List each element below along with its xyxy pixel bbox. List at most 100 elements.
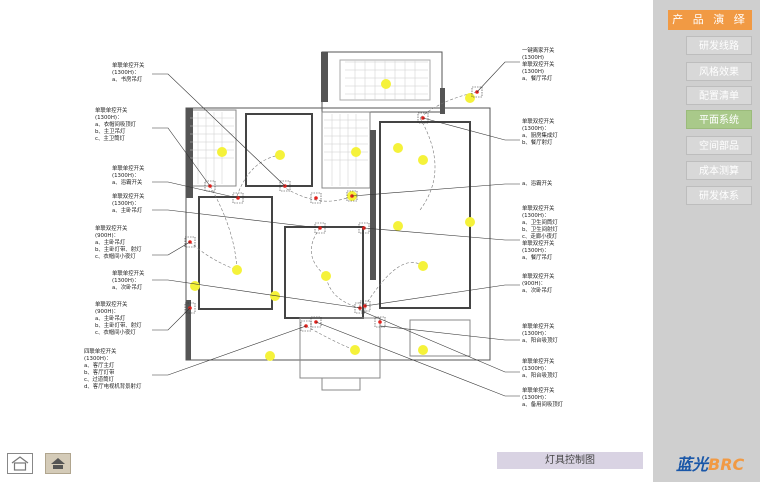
switch-box — [374, 316, 386, 328]
ceiling-lamp — [270, 291, 280, 301]
label-line: b、主卧灯带、射灯 — [95, 247, 142, 253]
up-arrow-icon — [51, 458, 65, 469]
sidebar-item-config-list[interactable]: 配置清单 — [686, 86, 752, 105]
lamp-markers — [190, 79, 475, 361]
switch-point — [378, 320, 382, 324]
label-line: b、餐厅射灯 — [522, 140, 553, 146]
ceiling-lamp — [265, 351, 275, 361]
master-bedroom — [198, 196, 273, 310]
switch-point — [314, 196, 318, 200]
ceiling-lamp — [381, 79, 391, 89]
switch-markers — [184, 86, 483, 332]
left-label-1: 单联单控开关(1300H)：a、书房吊灯 — [112, 63, 144, 84]
label-line: b、卫生间射灯 — [522, 227, 558, 233]
label-line: 单联双控开关 — [112, 194, 145, 200]
sidebar-item-research-route[interactable]: 研发线路 — [686, 36, 752, 55]
label-line: a、浴霸开关 — [522, 181, 553, 187]
label-line: 单联单控开关 — [112, 271, 145, 277]
label-line: (900H)： — [522, 281, 546, 287]
label-line: 单联双控开关 — [522, 62, 555, 68]
wiring — [189, 91, 478, 351]
ceiling-lamp — [465, 217, 475, 227]
home-icon — [11, 456, 29, 471]
brand-logo: 蓝光BRC — [676, 455, 745, 474]
label-line: a、卫生间筒灯 — [522, 220, 558, 226]
switch-box — [359, 300, 371, 312]
living-room — [379, 121, 471, 309]
home-button[interactable] — [7, 453, 33, 474]
switch-box — [184, 236, 196, 248]
right-label-6: 单联单控开关(1300H)：a、阳台吸顶灯 — [522, 324, 558, 345]
label-line: 单联双控开关 — [522, 206, 555, 212]
label-line: (1300H)： — [522, 126, 550, 132]
label-line: 一键离家开关 — [522, 48, 555, 54]
floor-plan-stage: 单联单控开关(1300H)：a、书房吊灯 单联单控开关(1300H)：a、衣帽间… — [7, 48, 643, 474]
left-label-4: 单联双控开关(1300H)：a、主卧吊灯 — [112, 194, 144, 215]
sidebar-item-style-effect[interactable]: 风格效果 — [686, 62, 752, 81]
tile-grids — [190, 60, 428, 186]
outer-wall — [185, 107, 491, 361]
switch-box — [417, 112, 429, 124]
ceiling-lamp — [321, 271, 331, 281]
label-line: 单联单控开关 — [522, 324, 555, 330]
ceiling-lamp — [418, 261, 428, 271]
label-line: (1300H) — [522, 55, 544, 61]
label-line: 单联单控开关 — [112, 166, 145, 172]
ceiling-lamp — [393, 221, 403, 231]
label-line: a、主卧吊灯 — [95, 316, 126, 322]
switch-box — [204, 180, 216, 192]
label-line: (1300H)： — [522, 248, 550, 254]
ceiling-lamp — [275, 150, 285, 160]
sidebar-item-cost-estimate[interactable]: 成本测算 — [686, 161, 752, 180]
sidebar-item-plan-system[interactable]: 平面系统 — [686, 110, 752, 129]
label-line: a、浴霸开关 — [112, 180, 143, 186]
label-line: a、主卧吊灯 — [112, 208, 143, 214]
right-label-7: 单联单控开关(1300H)：a、阳台吸顶灯 — [522, 359, 558, 380]
label-line: 四联单控开关 — [84, 349, 117, 355]
right-label-3: a、浴霸开关 — [522, 181, 552, 188]
left-label-6: 单联单控开关(1300H)：a、次卧吊灯 — [112, 271, 144, 292]
label-line: a、厨房集成灯 — [522, 133, 558, 139]
sidebar-title[interactable]: 产 品 演 绎 — [668, 10, 752, 30]
label-line: b、主卫吊灯 — [95, 129, 126, 135]
label-line: 单联双控开关 — [95, 302, 128, 308]
label-line: a、备用间吸顶灯 — [522, 402, 564, 408]
ceiling-lamp — [418, 155, 428, 165]
ceiling-lamp — [190, 281, 200, 291]
label-line: b、客厅灯带 — [84, 370, 115, 376]
left-label-3: 单联单控开关(1300H)：a、浴霸开关 — [112, 166, 144, 187]
sidebar-item-space-parts[interactable]: 空间部品 — [686, 136, 752, 155]
ceiling-lamp — [232, 265, 242, 275]
label-line: d、客厅电视机背景射灯 — [84, 384, 142, 390]
right-label-5: 单联双控开关(900H)：a、次卧吊灯 — [522, 274, 554, 295]
label-line: 单联双控开关 — [522, 241, 555, 247]
label-line: 单联单控开关 — [522, 388, 555, 394]
drawing-caption: 灯具控制图 — [497, 452, 643, 469]
switch-box — [346, 190, 358, 202]
guest-bath — [321, 111, 371, 189]
label-line: a、餐厅吊灯 — [522, 76, 553, 82]
switch-box — [310, 192, 322, 204]
label-line: c、走廊小夜灯 — [522, 234, 558, 240]
label-line: (1300H)： — [112, 173, 140, 179]
label-line: (900H)： — [95, 233, 119, 239]
wall-thick — [186, 52, 445, 360]
label-line: c、衣帽间小夜灯 — [95, 330, 136, 336]
ceiling-lamp — [350, 345, 360, 355]
label-line: a、书房吊灯 — [112, 77, 143, 83]
label-line: (1300H)： — [84, 356, 112, 362]
label-line: (1300H)： — [522, 213, 550, 219]
label-line: a、次卧吊灯 — [112, 285, 143, 291]
switch-box — [314, 222, 326, 234]
label-line: c、过道筒灯 — [84, 377, 114, 383]
sidebar-item-rd-system[interactable]: 研发体系 — [686, 186, 752, 205]
label-line: 单联双控开关 — [95, 226, 128, 232]
up-button[interactable] — [45, 453, 71, 474]
label-line: 单联双控开关 — [522, 119, 555, 125]
label-line: (1300H)： — [112, 70, 140, 76]
label-line: (1300H)： — [112, 201, 140, 207]
